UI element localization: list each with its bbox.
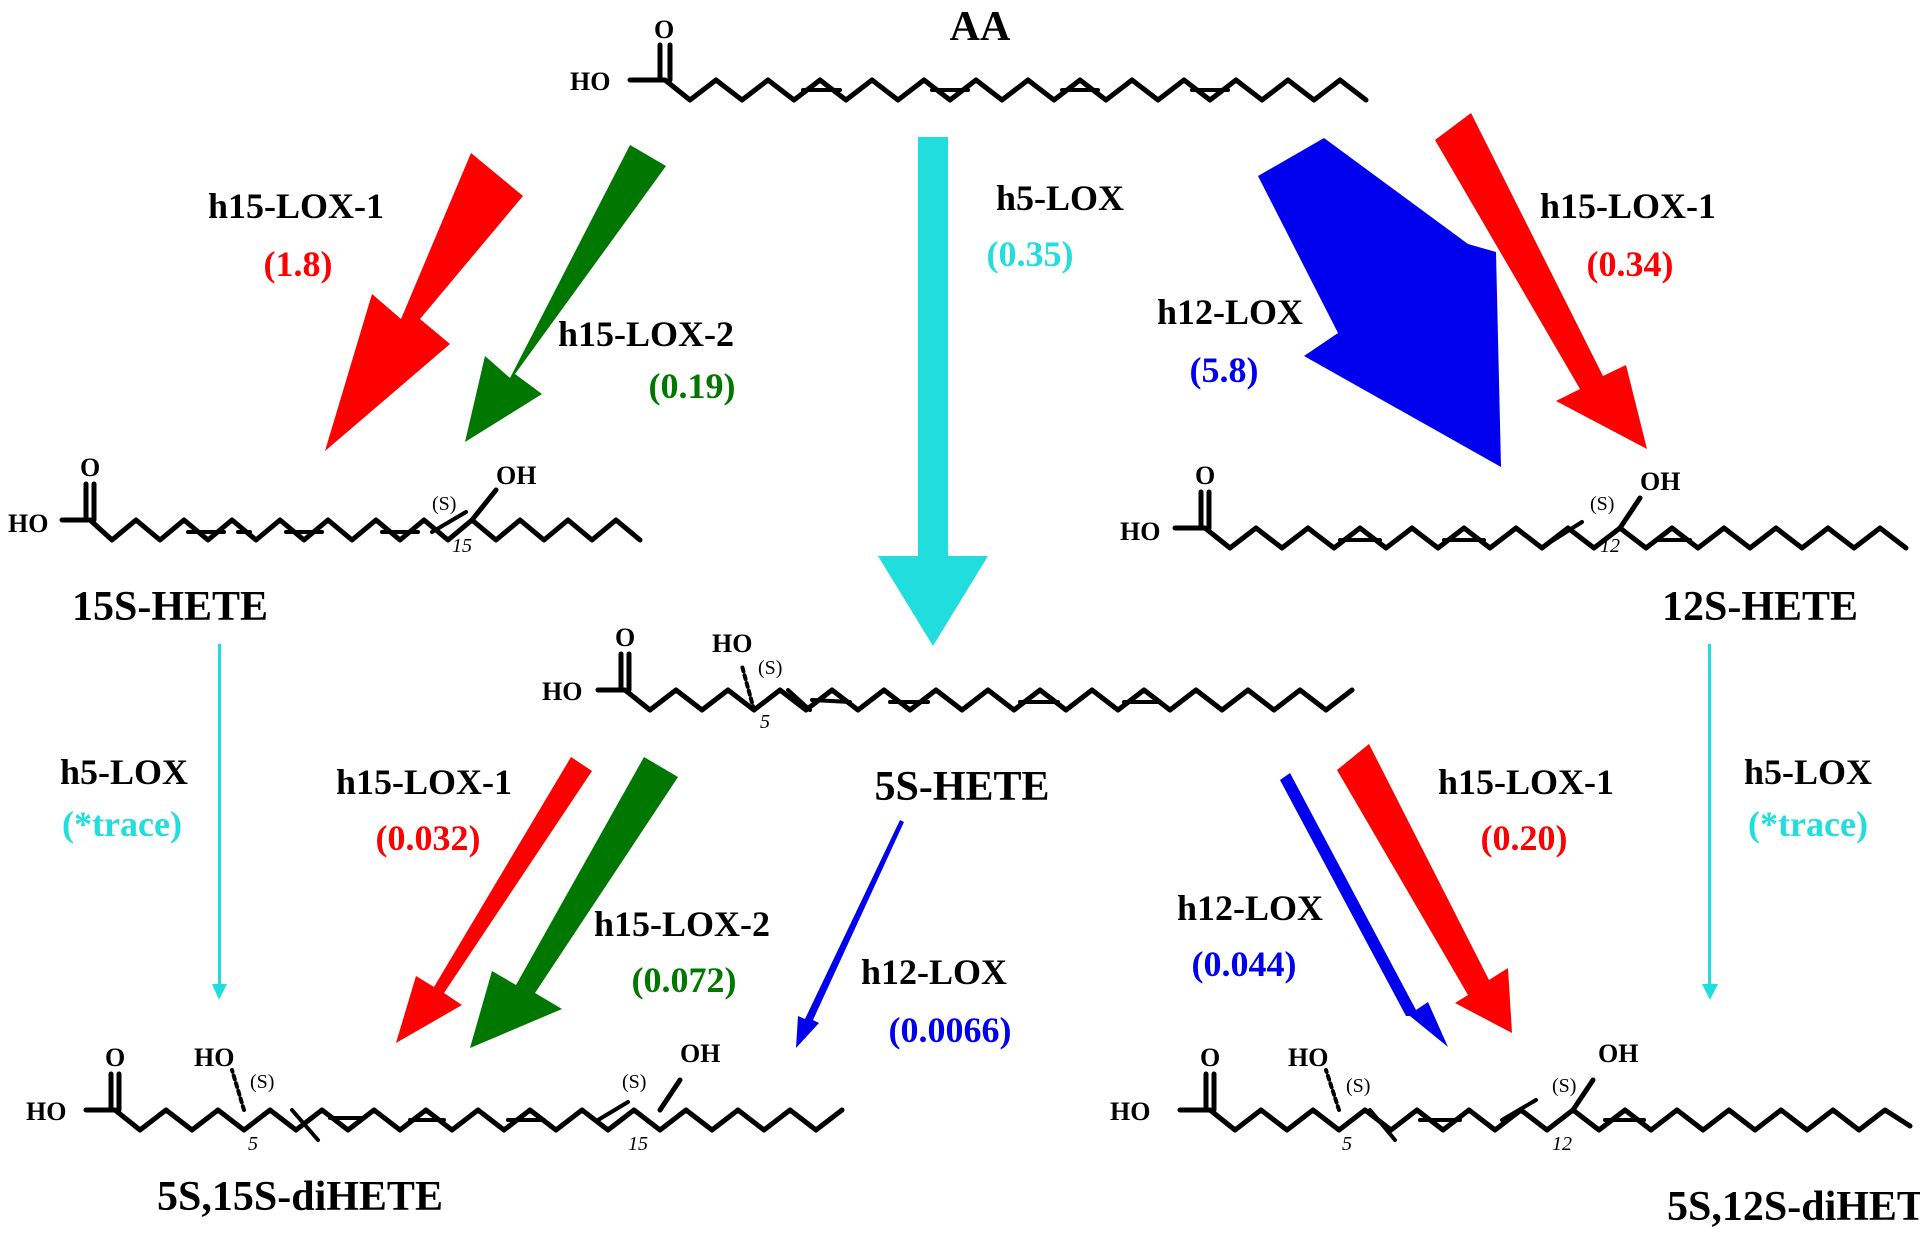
dihete5-12-carbonyl-label: O: [1200, 1043, 1220, 1072]
rate-h5lox-aa-to-5hete: (0.35): [987, 234, 1074, 274]
rate-h15lox1-aa-to-12hete: (0.34): [1587, 244, 1674, 284]
arrow-5hete-to-dihete12-h15lox1: [1337, 744, 1512, 1033]
arrow-5hete-to-dihete12-h12lox: [1280, 773, 1448, 1047]
arrow-5hete-to-dihete-h15lox1: [396, 757, 592, 1043]
dihete5-15-stereo-15: (S): [622, 1071, 646, 1093]
dihete5-12-hydroxyl-label: HO: [1110, 1097, 1150, 1126]
label-h12lox-5hete-to-dihete12: h12-LOX: [1177, 888, 1323, 928]
hete12-oh-label: OH: [1640, 467, 1680, 496]
hete15-molecule: HO O OH (S) 15: [8, 453, 643, 557]
hete15-hydroxyl-label: HO: [8, 509, 48, 538]
dihete5-12-molecule: HO O HO (S) 5 OH (S) 12: [1110, 1039, 1913, 1155]
rate-h12lox-5hete-to-dihete12: (0.044): [1192, 944, 1297, 984]
arrow-aa-to-15hete-h15lox1: [325, 153, 523, 451]
label-h15lox1-aa-to-15hete: h15-LOX-1: [208, 186, 384, 226]
dihete5-12-stereo-12: (S): [1552, 1075, 1576, 1097]
arrow-5hete-to-dihete-h12lox: [796, 820, 904, 1048]
rate-h15lox1-5hete-to-dihete12: (0.20): [1481, 818, 1568, 858]
dihete5-12-ho-label: HO: [1288, 1043, 1328, 1072]
arrow-aa-to-12hete-h15lox1: [1435, 113, 1647, 449]
label-h12lox-aa-to-12hete: h12-LOX: [1157, 292, 1303, 332]
hete5-ho-label: HO: [712, 629, 752, 658]
dihete5-15-name: 5S,15S-diHETE: [157, 1174, 443, 1220]
dihete5-15-ho-label: HO: [194, 1043, 234, 1072]
hete15-carbonyl-label: O: [80, 453, 100, 482]
aa-name: AA: [950, 4, 1011, 50]
label-h15lox1-aa-to-12hete: h15-LOX-1: [1540, 186, 1716, 226]
dihete5-15-locant-5: 5: [248, 1133, 258, 1155]
hete15-locant-15: 15: [452, 535, 472, 557]
label-h15lox1-5hete-to-dihete: h15-LOX-1: [336, 762, 512, 802]
aa-carbonyl-label: O: [654, 15, 674, 44]
hete5-name: 5S-HETE: [874, 764, 1049, 810]
arrow-aa-to-15hete-h15lox2: [465, 145, 666, 442]
label-h5lox-15hete-to-dihete: h5-LOX: [60, 752, 188, 792]
rate-h15lox2-aa-to-15hete: (0.19): [649, 366, 736, 406]
label-h5lox-12hete-to-dihete: h5-LOX: [1744, 752, 1872, 792]
hete12-stereo-label: (S): [1590, 493, 1614, 515]
hete12-molecule: HO O OH (S) 12: [1120, 461, 1909, 557]
label-h5lox-aa-to-5hete: h5-LOX: [996, 178, 1124, 218]
rate-h15lox1-aa-to-15hete: (1.8): [264, 244, 333, 284]
arrow-15hete-to-dihete-h5lox: [212, 644, 227, 1000]
hete15-oh-label: OH: [496, 461, 536, 490]
label-h12lox-5hete-to-dihete15: h12-LOX: [861, 952, 1007, 992]
dihete5-12-locant-12: 12: [1552, 1133, 1572, 1155]
arrow-aa-to-5hete-h5lox: [878, 137, 988, 646]
aa-hydroxyl-label: HO: [570, 67, 610, 96]
dihete5-12-oh-label: OH: [1598, 1039, 1638, 1068]
arrow-aa-to-12hete-h12lox: [1258, 138, 1501, 467]
hete12-locant-12: 12: [1600, 535, 1620, 557]
arrow-5hete-to-dihete-h15lox2: [470, 757, 678, 1048]
aa-molecule: HO O: [570, 15, 1369, 103]
hete12-hydroxyl-label: HO: [1120, 517, 1160, 546]
dihete5-15-hydroxyl-label: HO: [26, 1097, 66, 1126]
dihete5-12-name: 5S,12S-diHETE: [1667, 1184, 1920, 1230]
rate-h15lox1-5hete-to-dihete: (0.032): [376, 818, 481, 858]
dihete5-15-oh-label: OH: [680, 1039, 720, 1068]
dihete5-15-locant-15: 15: [628, 1133, 648, 1155]
rate-h5lox-15hete-to-dihete: (*trace): [62, 804, 182, 844]
dihete5-15-stereo-5: (S): [250, 1071, 274, 1093]
hete5-locant-5: 5: [760, 711, 770, 733]
hete5-molecule: HO O HO (S) 5: [542, 623, 1355, 733]
label-h15lox2-5hete-to-dihete: h15-LOX-2: [594, 904, 770, 944]
label-h15lox1-5hete-to-dihete12: h15-LOX-1: [1438, 762, 1614, 802]
dihete5-15-carbonyl-label: O: [105, 1043, 125, 1072]
rate-h12lox-aa-to-12hete: (5.8): [1190, 350, 1259, 390]
arrow-12hete-to-dihete-h5lox: [1702, 644, 1718, 1000]
hete5-hydroxyl-label: HO: [542, 677, 582, 706]
enzyme-labels: h15-LOX-1 (1.8) h15-LOX-2 (0.19) h5-LOX …: [60, 178, 1872, 1050]
label-h15lox2-aa-to-15hete: h15-LOX-2: [558, 314, 734, 354]
dihete5-12-stereo-5: (S): [1346, 1075, 1370, 1097]
hete12-name: 12S-HETE: [1662, 584, 1858, 630]
hete5-stereo-label: (S): [758, 657, 782, 679]
reaction-arrows: [212, 113, 1718, 1048]
dihete5-15-molecule: HO O HO (S) 5 OH (S) 15: [26, 1039, 845, 1155]
hete15-name: 15S-HETE: [72, 584, 268, 630]
rate-h15lox2-5hete-to-dihete: (0.072): [632, 960, 737, 1000]
rate-h12lox-5hete-to-dihete15: (0.0066): [889, 1010, 1012, 1050]
hete15-stereo-label: (S): [432, 493, 456, 515]
rate-h5lox-12hete-to-dihete: (*trace): [1748, 804, 1868, 844]
hete12-carbonyl-label: O: [1195, 461, 1215, 490]
dihete5-12-locant-5: 5: [1342, 1133, 1352, 1155]
hete5-carbonyl-label: O: [615, 623, 635, 652]
